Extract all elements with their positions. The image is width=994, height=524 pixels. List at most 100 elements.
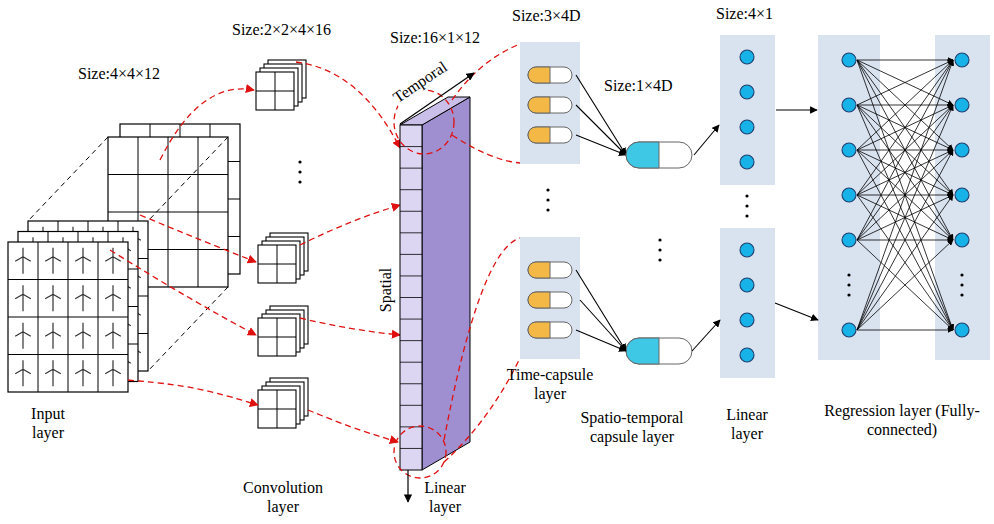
flow-arrow — [776, 109, 817, 110]
slab-front — [400, 125, 422, 470]
wind-turbine-icon — [105, 323, 121, 349]
layer-region: Regression layer (Fully-connected) — [818, 35, 880, 360]
feature-map-grid — [258, 337, 296, 338]
feature-map-grid — [258, 264, 296, 265]
slab-cell-line — [400, 189, 422, 190]
input-grid-face — [8, 242, 128, 392]
axis-label: Spatial — [376, 267, 395, 313]
feature-map — [258, 245, 296, 283]
neuron — [955, 53, 969, 67]
capsule-half — [528, 67, 550, 83]
capsule — [528, 127, 572, 143]
depth-guide — [148, 137, 228, 221]
routing-arrow — [576, 270, 626, 351]
ellipsis-dot — [298, 170, 301, 173]
size-label: Size:1×4D — [604, 76, 673, 95]
feature-map — [258, 318, 296, 356]
depth-guide — [28, 137, 108, 221]
capsule-body — [528, 292, 572, 308]
slab-cell-line — [400, 146, 422, 147]
slab-cell-line — [400, 297, 422, 298]
layer-region: Input layer — [8, 242, 128, 392]
dense-connection — [857, 60, 953, 195]
wind-turbine-icon — [45, 248, 61, 274]
grid-line — [198, 137, 199, 287]
selection-ring — [394, 426, 446, 478]
capsule — [528, 292, 572, 308]
wind-turbine-icon — [15, 248, 31, 274]
wind-turbine-icon — [45, 323, 61, 349]
neuron — [955, 143, 969, 157]
grid-face-outline — [8, 242, 128, 392]
neuron — [842, 143, 856, 157]
mapping-connector — [308, 410, 398, 442]
slab-top — [400, 97, 470, 125]
size-label: Size:4×4×12 — [78, 64, 160, 83]
capsule-body — [626, 142, 692, 168]
capsule — [528, 322, 572, 338]
dense-connection — [857, 60, 953, 240]
wind-turbine-icon — [75, 360, 91, 386]
flow-connector — [692, 320, 720, 351]
grid-line — [8, 354, 128, 355]
capsule-body — [626, 338, 692, 364]
neuron — [955, 323, 969, 337]
ellipsis-dot — [745, 204, 748, 207]
feature-map-stack — [258, 233, 308, 283]
size-label: Size:2×2×4×16 — [232, 20, 331, 39]
capsule — [626, 142, 692, 168]
wind-turbine-icon — [45, 360, 61, 386]
neuron — [740, 120, 754, 134]
dense-connection — [857, 240, 953, 330]
slab-cell-line — [400, 405, 422, 406]
grid-line — [98, 242, 99, 392]
ellipsis-dot — [546, 198, 549, 201]
neuron — [955, 233, 969, 247]
layer-region: Linear layer — [720, 228, 775, 378]
ellipsis-dot — [960, 293, 963, 296]
wind-turbine-icon — [75, 248, 91, 274]
flow-connector — [775, 303, 818, 320]
neuron — [740, 348, 754, 362]
slab-cell-line — [400, 448, 422, 449]
mapping-arrow — [444, 238, 520, 440]
ellipsis-dot — [658, 238, 661, 241]
mapping-arrow — [452, 135, 520, 163]
slab-cell-line — [400, 168, 422, 169]
capsule-half — [528, 97, 550, 113]
ellipsis-dot — [847, 283, 850, 286]
dense-connection — [857, 105, 953, 330]
neuron — [740, 278, 754, 292]
dense-connection — [857, 60, 953, 61]
dense-connection — [857, 60, 953, 240]
dense-connection — [857, 150, 953, 330]
layer-region: Convolution layer — [258, 378, 308, 428]
routing-arrow — [576, 330, 626, 351]
capsule-body — [528, 97, 572, 113]
capsule — [626, 338, 692, 364]
slab-cell-line — [400, 383, 422, 384]
routing-arrow — [576, 105, 626, 155]
neuron — [842, 188, 856, 202]
dense-connection — [857, 195, 953, 330]
dense-connection — [857, 60, 953, 330]
wind-turbine-icon — [75, 285, 91, 311]
mapping-arrow — [296, 62, 400, 148]
dense-connection — [857, 105, 953, 240]
mapping-arrow — [160, 89, 254, 160]
ellipsis-dot — [847, 293, 850, 296]
linear-panel — [720, 228, 775, 378]
ellipsis-dot — [847, 273, 850, 276]
wind-turbine-icon — [15, 285, 31, 311]
capsule-half — [528, 322, 550, 338]
depth-guide — [148, 287, 228, 371]
dense-connection — [857, 60, 953, 195]
wind-turbine-icon — [105, 360, 121, 386]
time-capsule-panel — [520, 237, 580, 359]
ellipsis-dot — [546, 208, 549, 211]
mapping-arrow — [300, 205, 400, 245]
neuron — [842, 53, 856, 67]
grid-line — [108, 212, 228, 213]
flow-connector — [580, 300, 626, 351]
